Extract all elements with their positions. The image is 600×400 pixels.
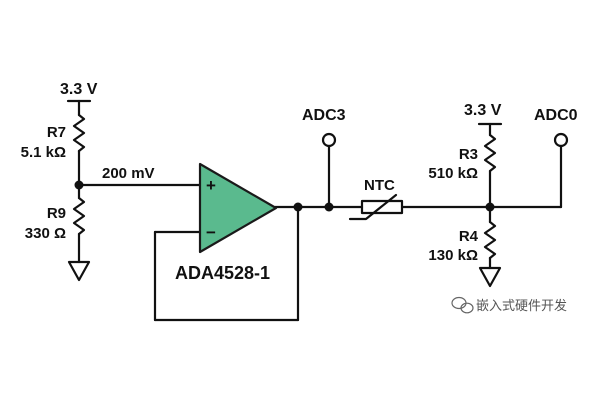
wechat-icon [451,296,474,314]
label-input-voltage: 200 mV [102,165,155,182]
label-adc3: ADC3 [302,107,346,124]
label-supply-right: 3.3 V [464,102,502,119]
label-r9-value: 330 Ω [25,225,66,242]
label-r9-name: R9 [47,205,66,222]
label-r4-value: 130 kΩ [428,247,478,264]
watermark: 嵌入式硬件开发 [451,296,567,314]
label-r4-name: R4 [459,228,479,245]
junction-feedback [293,202,303,212]
label-opamp-part: ADA4528-1 [175,263,270,283]
ground-left [67,260,91,282]
label-r3-name: R3 [459,146,478,163]
label-supply-left: 3.3 V [60,81,98,98]
ground-right [478,266,502,288]
label-plus-input: + [206,176,216,195]
junction-divider [74,180,84,190]
label-minus-input: − [206,223,216,242]
junction-adc3 [324,202,334,212]
terminal-adc0 [553,132,569,148]
junction-r3-r4 [485,202,495,212]
terminal-adc3 [321,132,337,148]
thermistor-ntc-arrow [348,193,398,221]
label-r3-value: 510 kΩ [428,165,478,182]
label-r7-name: R7 [47,124,66,141]
resistor-r7 [72,113,86,153]
label-ntc: NTC [364,177,395,194]
label-r7-value: 5.1 kΩ [21,144,66,161]
resistor-r9 [72,196,86,236]
resistor-r3 [483,133,497,173]
label-adc0: ADC0 [534,107,578,124]
resistor-r4 [483,220,497,260]
watermark-text: 嵌入式硬件开发 [476,298,567,314]
opamp-symbol [198,162,278,254]
